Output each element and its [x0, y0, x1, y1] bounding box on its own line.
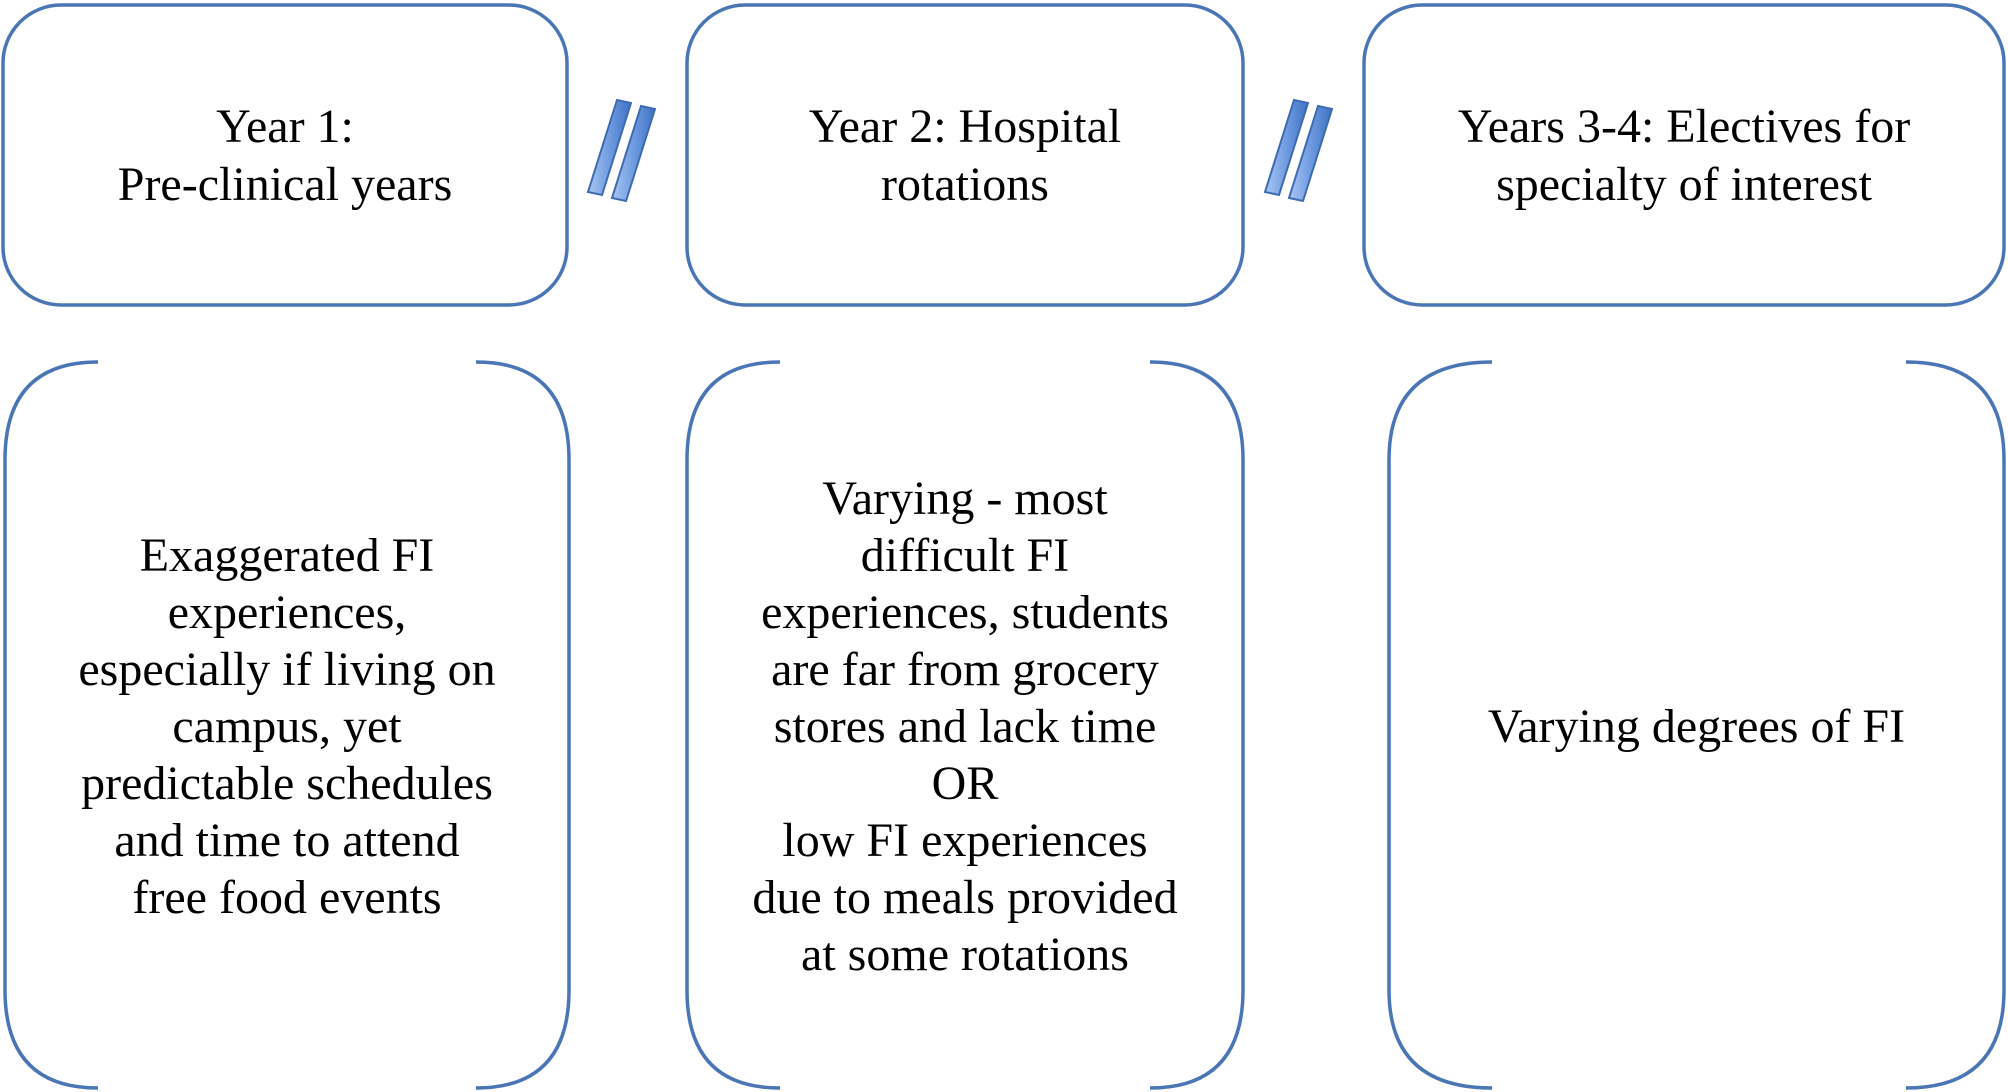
- description-line: OR: [931, 756, 999, 810]
- description-line: experiences,: [167, 585, 407, 639]
- description-line: difficult FI: [860, 528, 1070, 582]
- description-line: stores and lack time: [773, 699, 1157, 753]
- stage-box-years-3-4: Years 3-4: Electives for specialty of in…: [1364, 6, 2004, 306]
- description-line: especially if living on: [78, 642, 496, 696]
- description-line: Varying - most: [822, 471, 1108, 525]
- description-line: free food events: [132, 870, 442, 924]
- stage-box-year-2: Year 2: Hospital rotations: [687, 6, 1243, 306]
- double-slash-arrow-icon: [1263, 98, 1334, 203]
- description-line: due to meals provided: [752, 870, 1178, 924]
- description-line: predictable schedules: [81, 756, 493, 810]
- stage-title-line: Year 2: Hospital: [808, 100, 1122, 153]
- description-line: and time to attend: [114, 813, 460, 867]
- description-line: are far from grocery: [771, 642, 1159, 696]
- description-box-year-1: Exaggerated FI experiences, especially i…: [5, 362, 569, 1090]
- description-line: Varying degrees of FI: [1487, 699, 1906, 753]
- double-slash-arrow-icon: [586, 98, 657, 203]
- stage-box-year-1: Year 1: Pre-clinical years: [3, 6, 567, 306]
- description-line: experiences, students: [761, 585, 1169, 639]
- description-box-years-3-4: Varying degrees of FI: [1389, 362, 2004, 1090]
- stage-title-line: rotations: [881, 158, 1049, 211]
- description-line: at some rotations: [801, 927, 1129, 981]
- description-line: low FI experiences: [782, 813, 1148, 867]
- stage-title-line: Pre-clinical years: [117, 158, 453, 211]
- stage-title-line: Years 3-4: Electives for: [1457, 100, 1911, 153]
- description-line: campus, yet: [172, 699, 402, 753]
- description-line: Exaggerated FI: [139, 528, 435, 582]
- stage-title-line: Year 1:: [216, 100, 354, 153]
- stage-title-line: specialty of interest: [1496, 158, 1872, 211]
- description-box-year-2: Varying - most difficult FI experiences,…: [687, 362, 1243, 1090]
